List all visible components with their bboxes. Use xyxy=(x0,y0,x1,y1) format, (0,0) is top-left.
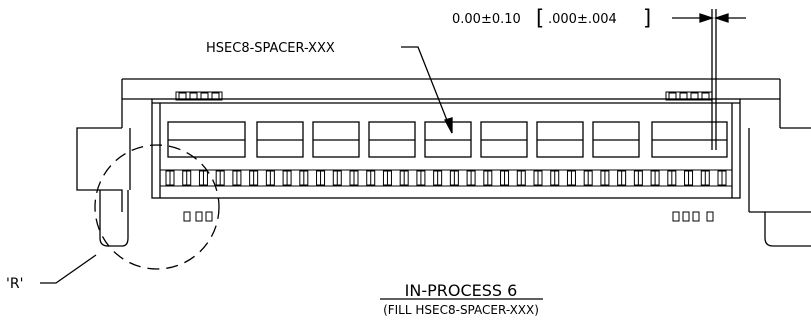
drawing-title: IN-PROCESS 6 xyxy=(405,281,518,300)
outline-group xyxy=(40,9,811,300)
clip-tooth xyxy=(211,92,220,100)
connector-body xyxy=(151,98,741,199)
right-foot xyxy=(764,212,811,247)
left-latch-outline xyxy=(76,127,123,212)
clip-tooth xyxy=(668,92,677,100)
bottom-stub xyxy=(205,211,213,222)
tolerance-mm: 0.00±0.10 xyxy=(452,12,521,27)
bottom-stub xyxy=(706,211,714,222)
dim-arrowhead-right xyxy=(713,13,729,23)
clip-tooth xyxy=(189,92,198,100)
part-leader-label: HSEC8-SPACER-XXX xyxy=(206,41,335,56)
bottom-stub xyxy=(183,211,191,222)
bottom-stub xyxy=(672,211,680,222)
detail-r-leader xyxy=(40,254,97,284)
left-foot xyxy=(99,190,129,247)
dim-arrowhead-left xyxy=(699,13,715,23)
clip-tooth xyxy=(679,92,688,100)
clip-tooth xyxy=(690,92,699,100)
tolerance-bracket-close: ] xyxy=(643,6,651,30)
top-clips xyxy=(175,91,713,101)
bottom-stub xyxy=(682,211,690,222)
detail-r-circle xyxy=(94,144,220,270)
part-leader-line xyxy=(401,46,453,134)
top-clip xyxy=(665,91,713,101)
clip-tooth xyxy=(200,92,209,100)
detail-r-label: 'R' xyxy=(6,276,23,292)
clip-tooth xyxy=(701,92,710,100)
bottom-stub xyxy=(692,211,700,222)
bottom-stub xyxy=(195,211,203,222)
clip-tooth xyxy=(178,92,187,100)
tolerance-inch: .000±.004 xyxy=(548,12,617,27)
part-leader-arrowhead xyxy=(444,117,453,134)
pin-row xyxy=(160,169,732,187)
top-clip xyxy=(175,91,223,101)
tolerance-bracket-open: [ xyxy=(536,6,544,30)
window-row xyxy=(167,121,728,158)
bottom-stubs xyxy=(183,211,714,222)
drawing-subtitle: (FILL HSEC8-SPACER-XXX) xyxy=(383,303,539,317)
